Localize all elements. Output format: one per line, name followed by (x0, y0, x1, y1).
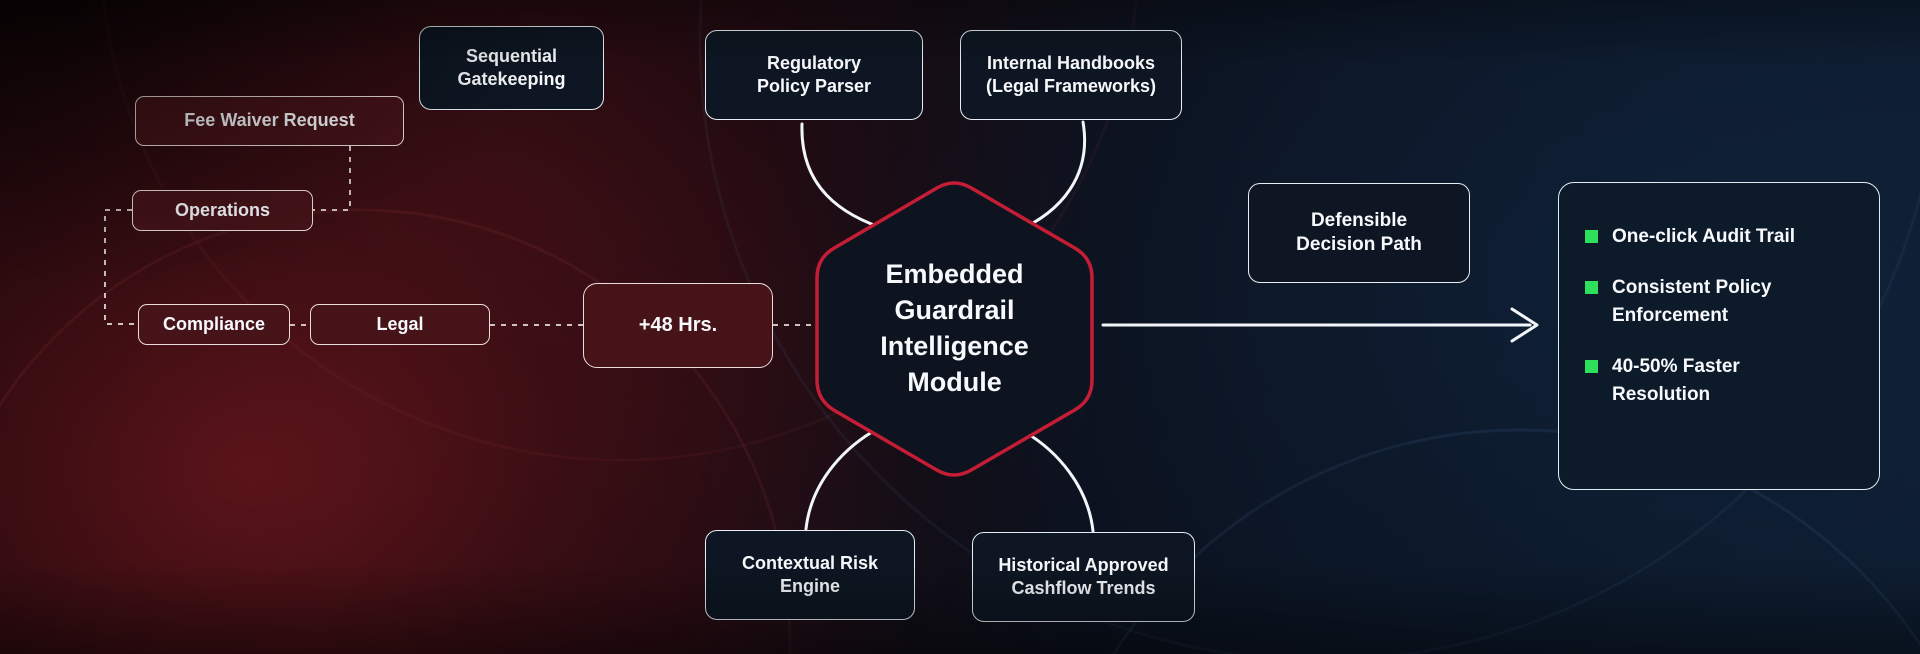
node-compliance-label: Compliance (162, 313, 266, 334)
node-operations-label: Operations (174, 199, 271, 220)
square-bullet-icon (1585, 280, 1598, 294)
node-core-module: Embedded Guardrail Intelligence Module (817, 178, 1092, 480)
outcome-item: 40-50% Faster Resolution (1585, 353, 1853, 410)
outcomes-panel: One-click Audit Trail Consistent Policy … (1558, 182, 1880, 490)
node-sequential-gatekeeping-label: Sequential Gatekeeping (457, 45, 566, 89)
node-regulatory-policy-parser: Regulatory Policy Parser (705, 30, 923, 120)
node-compliance: Compliance (138, 304, 290, 345)
node-historical-cashflow-label: Historical Approved Cashflow Trends (998, 554, 1169, 598)
node-defensible-decision-path-label: Defensible Decision Path (1296, 209, 1422, 255)
node-fee-waiver-request-label: Fee Waiver Request (184, 110, 355, 131)
outcome-item: Consistent Policy Enforcement (1585, 274, 1853, 331)
node-internal-handbooks-label: Internal Handbooks (Legal Frameworks) (985, 52, 1157, 96)
node-defensible-decision-path: Defensible Decision Path (1248, 183, 1470, 283)
outcome-item-label: Consistent Policy Enforcement (1612, 276, 1772, 327)
outcome-item-label: 40-50% Faster Resolution (1612, 355, 1740, 406)
square-bullet-icon (1585, 359, 1598, 373)
node-delay-48hrs-label: +48 Hrs. (638, 313, 718, 336)
node-contextual-risk-engine-label: Contextual Risk Engine (741, 552, 879, 596)
square-bullet-icon (1585, 230, 1598, 243)
node-contextual-risk-engine: Contextual Risk Engine (705, 530, 915, 620)
node-regulatory-policy-parser-label: Regulatory Policy Parser (756, 52, 872, 96)
node-legal: Legal (310, 304, 490, 345)
node-core-module-label: Embedded Guardrail Intelligence Module (880, 259, 1029, 397)
node-sequential-gatekeeping: Sequential Gatekeeping (419, 26, 604, 110)
node-legal-label: Legal (376, 313, 424, 334)
node-internal-handbooks: Internal Handbooks (Legal Frameworks) (960, 30, 1182, 120)
outcome-item: One-click Audit Trail (1585, 223, 1853, 252)
node-delay-48hrs: +48 Hrs. (583, 283, 773, 368)
node-fee-waiver-request: Fee Waiver Request (135, 96, 404, 146)
connector-feewaiver-operations (313, 146, 351, 211)
outcome-item-label: One-click Audit Trail (1612, 226, 1796, 247)
node-operations: Operations (132, 190, 313, 231)
node-historical-cashflow: Historical Approved Cashflow Trends (972, 532, 1195, 622)
